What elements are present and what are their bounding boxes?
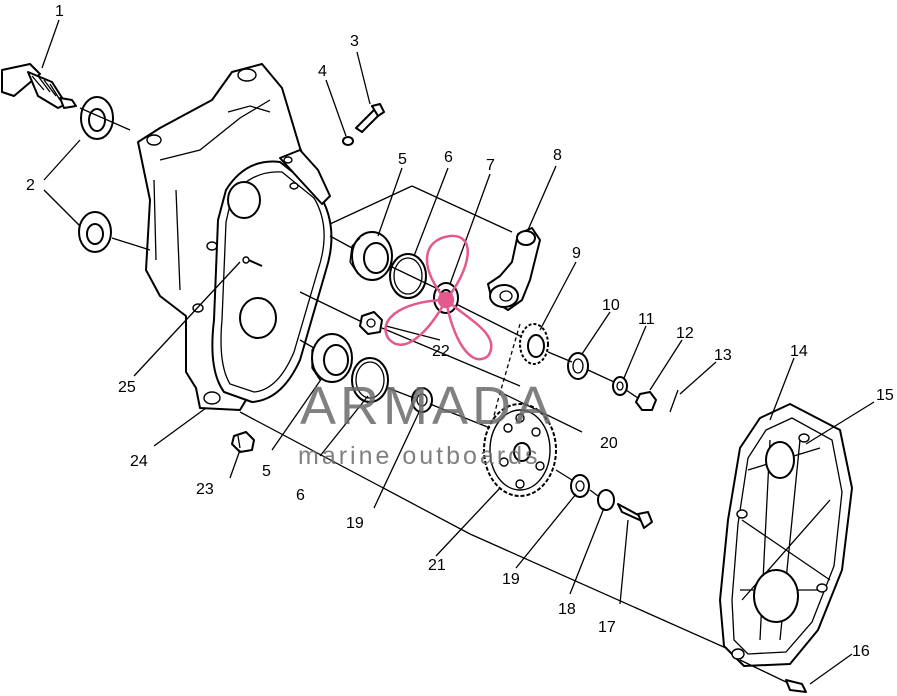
part-19-washer-outer — [570, 474, 590, 498]
callout-labels: 1 2 3 4 5 6 7 8 9 10 11 12 13 14 15 16 1… — [26, 3, 894, 660]
part-12-nut — [635, 391, 657, 411]
part-5-bearing-upper — [349, 231, 393, 281]
callout-15: 15 — [876, 387, 894, 404]
part-1-input-shaft — [1, 63, 77, 109]
callout-8: 8 — [553, 147, 562, 164]
part-11-washer — [612, 376, 628, 396]
callout-13: 13 — [714, 347, 732, 364]
callout-19-inner: 19 — [346, 515, 364, 532]
callout-25: 25 — [118, 379, 136, 396]
part-2-seal-upper — [80, 96, 114, 140]
part-6-snap-ring-upper — [389, 253, 427, 299]
part-16-screw — [785, 679, 807, 693]
callout-16: 16 — [852, 643, 870, 660]
part-17-bolt — [617, 503, 653, 529]
watermark-propeller-logo — [384, 234, 493, 361]
part-18-lock-washer — [597, 489, 615, 511]
callout-12: 12 — [676, 325, 694, 342]
part-4-washer — [342, 136, 354, 146]
part-19-washer-inner — [411, 387, 433, 413]
watermark-tagline: marine outboards — [298, 442, 541, 470]
callout-5-lower: 5 — [262, 463, 271, 480]
callout-18: 18 — [558, 601, 576, 618]
callout-5-upper: 5 — [398, 151, 407, 168]
part-10-washer — [567, 352, 589, 380]
callout-24: 24 — [130, 453, 148, 470]
part-24-gearcase-housing — [137, 63, 333, 411]
callout-1: 1 — [55, 3, 64, 20]
part-3-bolt — [355, 103, 385, 133]
watermark-brand: ARMADA — [300, 376, 555, 436]
callout-4: 4 — [318, 63, 327, 80]
callout-19-outer: 19 — [502, 571, 520, 588]
callout-14: 14 — [790, 343, 808, 360]
part-8-tensioner-arm — [487, 227, 541, 311]
callout-22: 22 — [432, 343, 450, 360]
part-9-top-sprocket — [519, 323, 549, 365]
callout-6-lower: 6 — [296, 487, 305, 504]
watermark: ARMADA marine outboards — [298, 234, 555, 470]
callout-17: 17 — [598, 619, 616, 636]
callout-7: 7 — [486, 157, 495, 174]
part-14-chaincase-cover — [719, 403, 853, 667]
part-22-nut — [359, 311, 383, 335]
part-5-bearing-lower — [311, 333, 353, 383]
callout-10: 10 — [602, 297, 620, 314]
callout-3: 3 — [350, 33, 359, 50]
part-23-drain-plug — [231, 431, 255, 453]
part-13-cotter-pin — [669, 389, 679, 413]
callout-2: 2 — [26, 177, 35, 194]
callout-9: 9 — [572, 245, 581, 262]
part-25-stud — [242, 256, 263, 267]
callout-11: 11 — [638, 311, 655, 328]
leader-lines — [41, 19, 875, 685]
callout-21: 21 — [428, 557, 446, 574]
part-21-large-sprocket — [483, 403, 557, 497]
callout-23: 23 — [196, 481, 214, 498]
assembly-lines — [79, 107, 787, 683]
callout-6-upper: 6 — [444, 149, 453, 166]
part-2-seal-lower — [78, 211, 112, 253]
callout-20: 20 — [600, 435, 618, 452]
part-6-snap-ring-lower — [351, 357, 389, 403]
